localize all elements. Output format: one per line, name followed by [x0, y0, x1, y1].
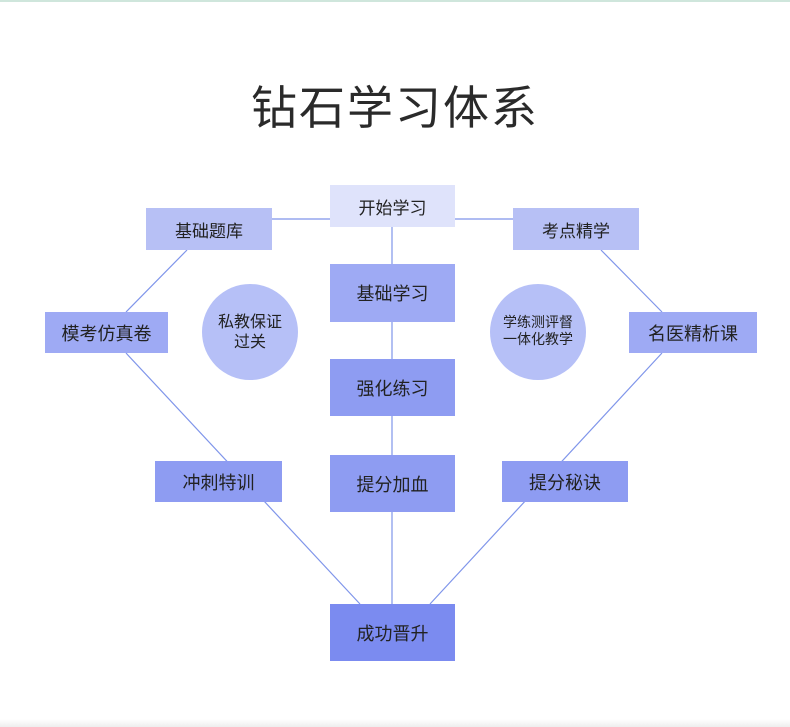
node-score-boost: 提分加血 [330, 455, 455, 512]
node-mock-exam: 模考仿真卷 [45, 312, 168, 353]
circle-integrated-teaching-line2: 一体化教学 [503, 332, 573, 348]
top-divider [0, 0, 790, 2]
node-score-tips: 提分秘诀 [502, 461, 628, 502]
node-expert-lectures: 名医精析课 [629, 312, 757, 353]
connector-left-upper [125, 249, 188, 313]
node-start-learning: 开始学习 [330, 185, 455, 227]
node-basic-question-bank: 基础题库 [146, 208, 272, 250]
page-title: 钻石学习体系 [251, 81, 539, 135]
node-basic-learning: 基础学习 [330, 264, 455, 322]
circle-private-tutor: 私教保证 过关 [202, 284, 298, 380]
circle-private-tutor-line2: 过关 [233, 332, 266, 351]
circle-integrated-teaching-line1: 学练测评督 [503, 314, 573, 331]
circle-private-tutor-line1: 私教保证 [217, 312, 282, 331]
node-success-promotion: 成功晋升 [330, 604, 455, 661]
bottom-divider [0, 719, 790, 727]
node-key-points-study: 考点精学 [513, 208, 639, 250]
node-sprint-training: 冲刺特训 [155, 461, 282, 502]
node-intensive-practice: 强化练习 [330, 359, 455, 416]
connector-right-upper [600, 249, 663, 313]
circle-integrated-teaching: 学练测评督 一体化教学 [490, 284, 586, 380]
